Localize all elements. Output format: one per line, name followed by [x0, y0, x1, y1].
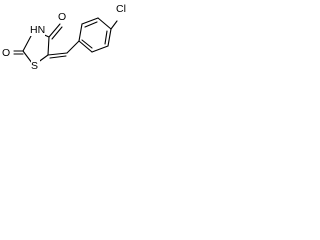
bond-ring-inner-2 — [104, 30, 108, 45]
bond-c4-o-top — [48, 23, 61, 38]
bond-ring-5 — [91, 45, 109, 53]
atom-label-s: S — [31, 60, 38, 72]
bond-s-c2 — [22, 50, 33, 64]
chemical-structure-diagram: O HN O S Cl — [2, 3, 130, 72]
bond-c5-ch-double — [49, 55, 67, 59]
atom-label-o-top: O — [58, 11, 66, 23]
bond-c4-c5 — [47, 36, 50, 56]
bond-ring-2 — [81, 17, 99, 25]
bond-ch-phenyl — [66, 40, 80, 54]
bond-c4-o-top-double — [51, 26, 63, 40]
bond-ring-6 — [78, 40, 93, 53]
atom-label-o-left: O — [2, 47, 10, 59]
bond-c-cl — [110, 20, 118, 30]
atom-label-cl: Cl — [116, 3, 126, 15]
bond-ring-4 — [107, 28, 112, 47]
atom-label-nh: HN — [30, 24, 45, 36]
bond-c2-n — [22, 35, 32, 52]
bond-ring-3 — [97, 17, 112, 30]
bond-ring-inner-1 — [84, 21, 98, 28]
bond-c5-ch — [47, 52, 68, 56]
bond-ring-1 — [78, 23, 83, 42]
bond-ring-inner-3 — [81, 39, 93, 49]
